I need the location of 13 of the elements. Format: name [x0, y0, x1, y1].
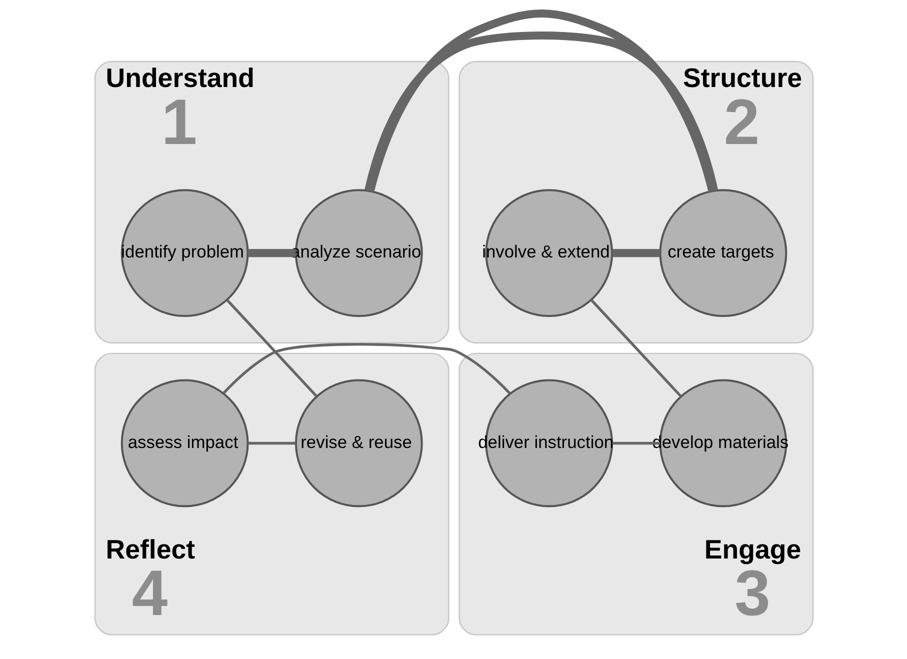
- node-circle: revise & reuse: [294, 379, 422, 508]
- connector: [248, 442, 296, 445]
- node-circle: assess impact: [120, 379, 248, 508]
- node-circle: create targets: [658, 189, 787, 318]
- connector: [612, 249, 660, 258]
- connector: [590, 299, 681, 397]
- node-circle: identify problem: [120, 189, 248, 318]
- connector: [612, 442, 660, 445]
- connector: [222, 343, 510, 394]
- connector: [364, 10, 718, 192]
- node-circle: involve & extend: [484, 189, 613, 318]
- connector: [226, 299, 317, 397]
- connector: [248, 249, 296, 258]
